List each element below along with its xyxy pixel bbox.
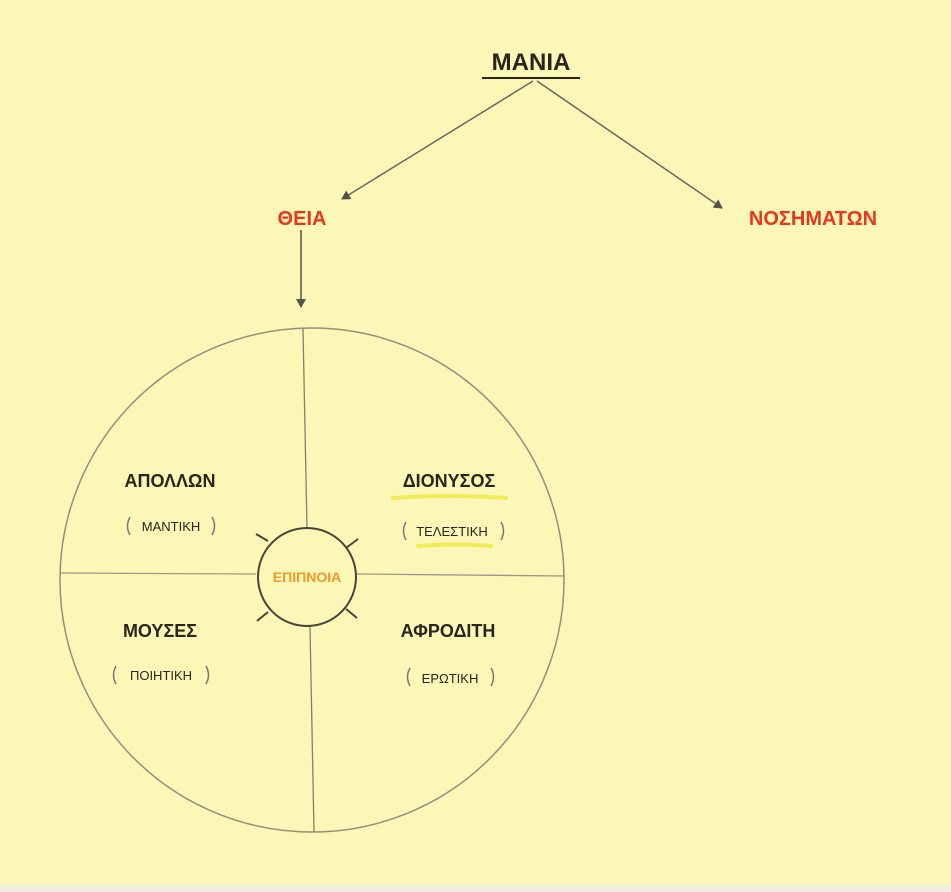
outer-circle <box>59 327 565 833</box>
art-label: ΜΑΝΤΙΚΗ <box>142 519 201 534</box>
root-label: ΜΑΝΙΑ <box>492 49 571 76</box>
parentheses <box>406 667 495 687</box>
quadrant-dionysus: ΔΙΟΝΥΣΟΣ ΤΕΛΕΣΤΙΚΗ <box>402 471 505 541</box>
divider-vertical-bottom <box>309 626 315 833</box>
inner-circle <box>257 527 357 627</box>
god-label: ΔΙΟΝΥΣΟΣ <box>403 471 496 491</box>
divider-vertical-top <box>302 328 308 529</box>
quadrant-apollo: ΑΠΟΛΛΩΝ ΜΑΝΤΙΚΗ <box>125 471 216 536</box>
art-label: ΕΡΩΤΙΚΗ <box>422 671 479 686</box>
god-label: ΜΟΥΣΕΣ <box>123 621 197 641</box>
disease-label: ΝΟΣΗΜΑΤΩΝ <box>749 208 877 230</box>
bottom-edge <box>0 884 951 892</box>
highlight-telestiki <box>416 542 493 548</box>
art-label: ΤΕΛΕΣΤΙΚΗ <box>416 524 488 539</box>
arrow-to-disease <box>536 80 723 209</box>
parentheses <box>126 516 216 536</box>
inner-circle-rays <box>255 533 359 622</box>
divider-horizontal-left <box>59 572 257 575</box>
god-label: ΑΦΡΟΔΙΤΗ <box>401 621 496 641</box>
highlight-dionysos <box>391 494 508 500</box>
quadrant-muses: ΜΟΥΣΕΣ ΠΟΙΗΤΙΚΗ <box>112 621 210 685</box>
art-label: ΠΟΙΗΤΙΚΗ <box>130 668 192 683</box>
divider-horizontal-right <box>356 573 566 577</box>
arrow-to-divine <box>341 80 534 200</box>
god-label: ΑΠΟΛΛΩΝ <box>125 471 216 491</box>
divine-label: ΘΕΙΑ <box>278 208 327 230</box>
quadrant-aphrodite: ΑΦΡΟΔΙΤΗ ΕΡΩΤΙΚΗ <box>401 621 496 687</box>
parentheses <box>112 665 210 685</box>
parentheses <box>402 521 505 541</box>
center-label: ΕΠΙΠΝΟΙΑ <box>273 569 341 585</box>
